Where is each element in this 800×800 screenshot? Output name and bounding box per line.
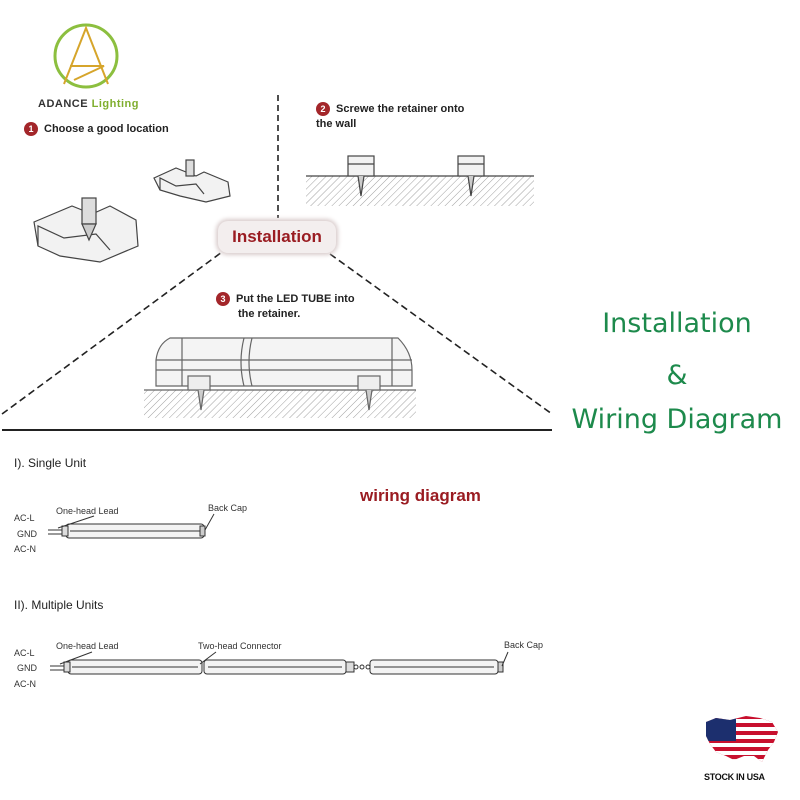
step-3-text-line2: the retainer. [238, 308, 301, 320]
step-3-number: 3 [216, 292, 230, 307]
step-3-text-line1: Put the LED TUBE into [236, 293, 355, 305]
step-2-text-line2: the wall [316, 118, 357, 130]
step-1-text: Choose a good location [44, 123, 169, 135]
right-title-line2: & [666, 360, 688, 391]
single-acl-label: AC-L [14, 513, 35, 523]
brand-name: ADANCE Lighting [38, 98, 139, 110]
retainer-clip-illustration [33, 159, 231, 263]
multiple-acn-label: AC-N [14, 679, 36, 689]
single-unit-heading: I). Single Unit [14, 456, 87, 470]
usa-map-flag-icon [706, 716, 778, 762]
step-2: 2 Screwe the retainer onto the wall [316, 102, 464, 132]
multiple-gnd-label: GND [17, 663, 37, 673]
wiring-diagram-title: wiring diagram [360, 486, 481, 505]
multiple-lead-label: One-head Lead [56, 641, 119, 651]
multiple-acl-label: AC-L [14, 648, 35, 658]
right-title-line1: Installation [602, 308, 752, 339]
right-title-line3: Wiring Diagram [571, 404, 783, 435]
multiple-unit-wiring-illustration [50, 651, 509, 675]
step-3: 3 Put the LED TUBE into the retainer. [216, 292, 355, 322]
layout-divider-lines [1, 95, 553, 431]
brand-logo-icon [53, 23, 119, 89]
single-acn-label: AC-N [14, 544, 36, 554]
brand-name-part1: ADANCE [38, 98, 89, 110]
single-unit-wiring-illustration [48, 513, 215, 539]
single-cap-label: Back Cap [208, 503, 248, 513]
step-1-number: 1 [24, 122, 38, 137]
step-2-text-line1: Screwe the retainer onto [336, 103, 465, 115]
multiple-connector-label: Two-head Connector [198, 641, 282, 651]
multiple-cap-label: Back Cap [504, 640, 544, 650]
step-1: 1 Choose a good location [24, 122, 169, 137]
single-lead-label: One-head Lead [56, 506, 119, 516]
brand-name-part2: Lighting [91, 98, 139, 110]
installation-badge: Installation [218, 221, 336, 253]
wall-mount-illustration [306, 155, 534, 206]
multiple-units-heading: II). Multiple Units [14, 598, 104, 612]
led-tube-illustration [144, 337, 416, 418]
stock-in-usa-label: STOCK IN USA [704, 772, 765, 782]
step-2-number: 2 [316, 102, 330, 117]
single-gnd-label: GND [17, 529, 37, 539]
